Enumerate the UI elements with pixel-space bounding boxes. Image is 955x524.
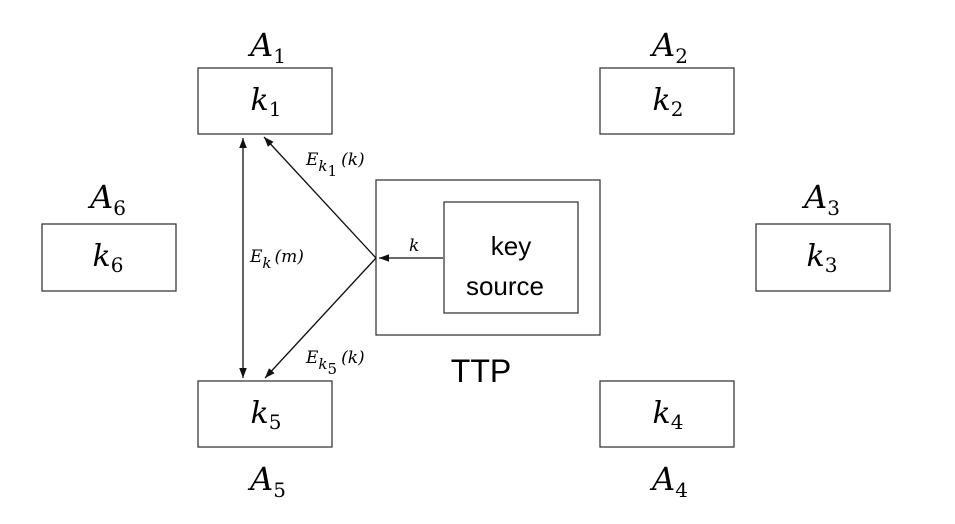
party-a3: A3 k3 xyxy=(755,178,891,292)
edge-label-to-a1: Ek1(k) xyxy=(305,150,365,180)
party-a1-label: A1 xyxy=(247,26,286,68)
party-a3-key: k3 xyxy=(807,239,838,277)
party-a2-label: A2 xyxy=(649,26,688,68)
party-a2-box xyxy=(599,67,735,135)
key-source-label-line1: key xyxy=(491,231,531,261)
party-a1: A1 k1 xyxy=(197,26,333,135)
party-a2: A2 k2 xyxy=(599,26,735,135)
party-a5-key: k5 xyxy=(251,396,282,434)
party-a4-label: A4 xyxy=(649,460,688,502)
edge-label-to-a5: Ek5(k) xyxy=(305,348,365,378)
key-source-box xyxy=(443,201,579,314)
party-a3-label: A3 xyxy=(801,178,840,220)
party-a4-key: k4 xyxy=(653,396,684,434)
party-a6-label: A6 xyxy=(87,178,126,220)
party-a6-key: k6 xyxy=(93,239,124,277)
ttp: key source TTP xyxy=(375,179,601,389)
party-a5: k5 A5 xyxy=(197,380,333,502)
party-a2-key: k2 xyxy=(653,83,684,121)
key-arrow-label: k xyxy=(409,236,419,256)
arrow-to-a1 xyxy=(263,136,377,259)
party-a3-box xyxy=(755,223,891,292)
party-a1-key: k1 xyxy=(251,83,282,121)
party-a4-box xyxy=(599,380,735,448)
party-a5-label: A5 xyxy=(247,460,286,502)
party-a6: A6 k6 xyxy=(41,178,177,292)
edge-label-a1-a5: Ek(m) xyxy=(249,247,304,272)
ttp-label: TTP xyxy=(451,353,511,389)
key-source-label-line2: source xyxy=(466,271,544,301)
party-a6-box xyxy=(41,223,177,292)
arrow-to-a5 xyxy=(264,257,377,379)
arrows xyxy=(239,136,443,379)
party-a1-box xyxy=(197,67,333,135)
party-a4: k4 A4 xyxy=(599,380,735,502)
party-a5-box xyxy=(197,380,333,448)
